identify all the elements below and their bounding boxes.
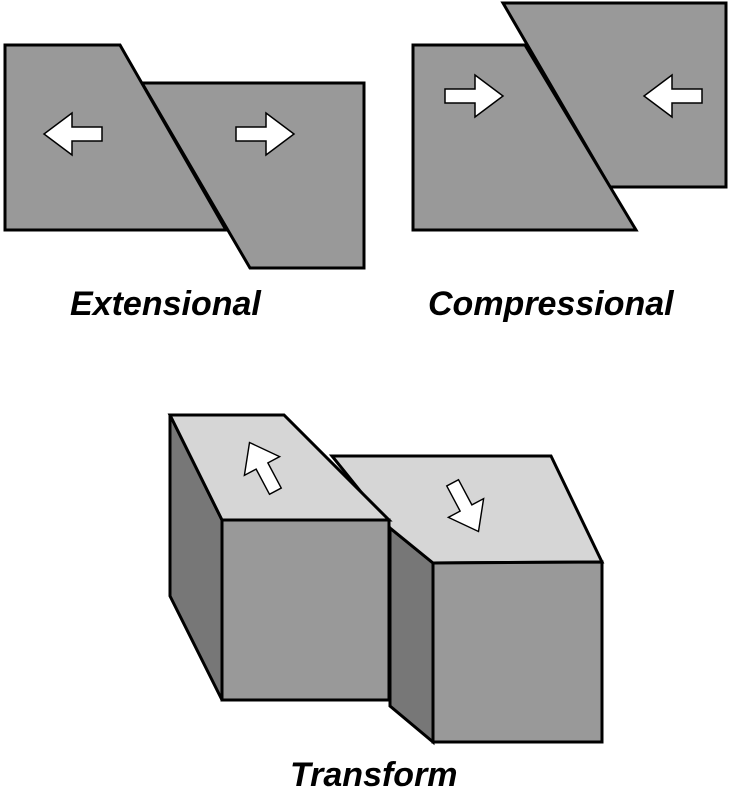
- transform-left-block-front: [220, 518, 391, 702]
- extensional-label: Extensional: [70, 285, 261, 323]
- transform-right-block-front: [431, 560, 604, 744]
- transform-label: Transform: [290, 756, 458, 794]
- extensional-left-block: [3, 43, 229, 232]
- transform-right-block-side: [388, 524, 435, 746]
- compressional-diagram: [411, 1, 728, 232]
- transform-diagram: [167, 413, 605, 746]
- extensional-diagram: [3, 43, 366, 270]
- compressional-label: Compressional: [428, 285, 674, 323]
